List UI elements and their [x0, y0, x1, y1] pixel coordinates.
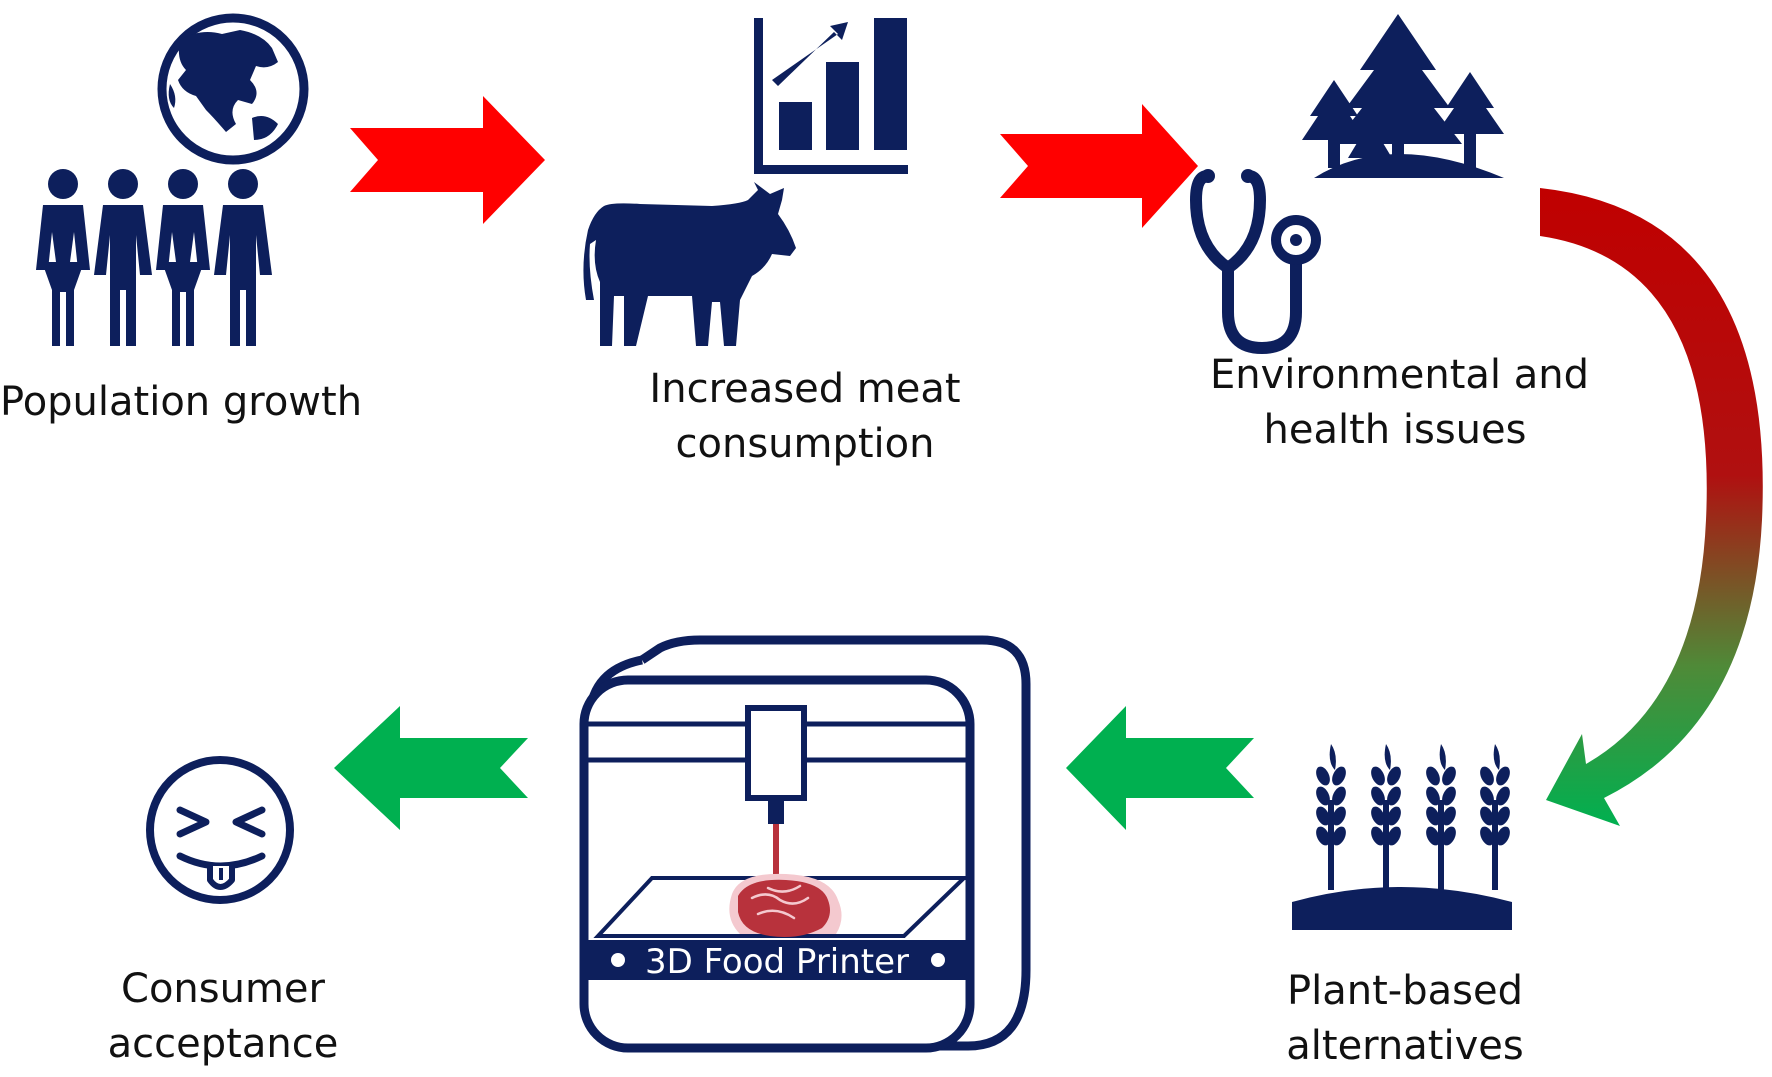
label-consumer-acceptance: Consumer acceptance	[90, 962, 356, 1072]
3d-printer-icon	[579, 635, 1031, 1053]
label-environmental-health-issues: Environmental and health issues	[1210, 348, 1590, 458]
label-line: Population growth	[0, 379, 363, 425]
label-line: acceptance	[107, 1021, 339, 1067]
label-line: consumption	[675, 421, 935, 467]
label-line: Consumer	[121, 966, 325, 1012]
meat-steak-icon	[729, 873, 842, 937]
label-line: alternatives	[1286, 1023, 1524, 1069]
people-group-icon	[36, 169, 272, 346]
arrow-printer-to-consumer	[334, 706, 528, 830]
globe-icon	[157, 13, 309, 165]
printer-banner-label: 3D Food Printer	[645, 942, 909, 982]
wheat-field-icon	[1292, 744, 1512, 930]
cow-icon	[583, 182, 796, 346]
forest-icon	[1302, 14, 1504, 178]
arrow-plants-to-printer	[1066, 706, 1254, 830]
label-line: Plant-based	[1287, 968, 1523, 1014]
arrow-population-to-meat	[350, 96, 545, 224]
label-line: Increased meat	[649, 366, 961, 412]
label-plant-based-alternatives: Plant-based alternatives	[1260, 964, 1550, 1074]
arrow-meat-to-issues	[1000, 104, 1198, 228]
label-increased-meat-consumption: Increased meat consumption	[640, 362, 970, 472]
label-line: Environmental and	[1210, 352, 1590, 398]
stethoscope-icon	[1189, 169, 1321, 355]
label-population-growth: Population growth	[0, 375, 363, 430]
bar-chart-growth-icon	[754, 18, 908, 174]
label-line: health issues	[1263, 407, 1527, 453]
tongue-out-emoji-icon	[146, 756, 294, 904]
curved-arrow-issues-to-plants	[1540, 188, 1763, 826]
